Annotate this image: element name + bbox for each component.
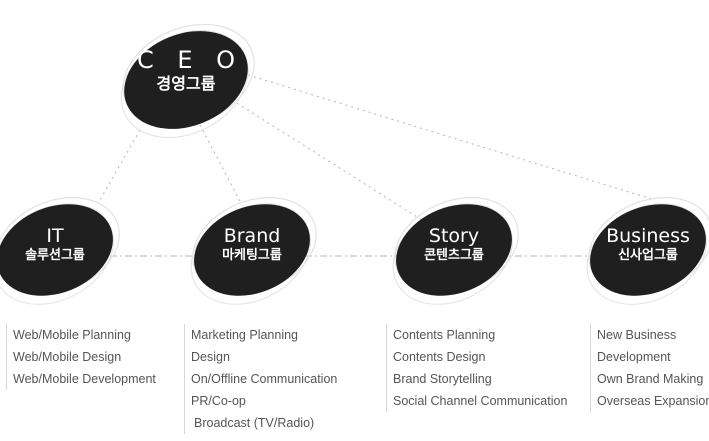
brand-description-list: Marketing Planning Design On/Offline Com… [184, 324, 337, 434]
ceo-subtitle: 경영그룹 [156, 74, 216, 93]
story-description-list: Contents Planning Contents Design Brand … [386, 324, 567, 412]
connector-ceo-story [231, 99, 426, 223]
list-item: Design [191, 350, 230, 364]
brand-subtitle: 마케팅그룹 [222, 248, 282, 263]
connector-ceo-business [247, 74, 656, 201]
node-shapes [0, 23, 709, 305]
list-item: On/Offline Communication [191, 372, 338, 386]
list-item: Web/Mobile Planning [13, 328, 131, 342]
story-title: Story [428, 225, 480, 247]
ceo-title: C E O [136, 46, 244, 74]
list-item: Development [597, 350, 671, 364]
brand-node-ellipse [194, 204, 310, 296]
connector-ceo-it [99, 129, 141, 201]
ceo-node-label: C E O 경영그룹 [129, 46, 243, 94]
connector-ceo-brand [199, 124, 243, 206]
it-title: IT [46, 225, 64, 247]
list-item: Contents Design [393, 350, 486, 364]
list-item: Broadcast (TV/Radio) [194, 416, 315, 430]
list-item: Web/Mobile Development [13, 372, 156, 386]
business-title: Business [606, 225, 690, 247]
list-item: Own Brand Making [597, 372, 704, 386]
it-description-list: Web/Mobile Planning Web/Mobile Design We… [6, 324, 156, 390]
list-item: Marketing Planning [191, 328, 299, 342]
list-item: Web/Mobile Design [13, 350, 122, 364]
it-node-ellipse [0, 204, 113, 296]
business-subtitle: 신사업그룹 [618, 248, 678, 263]
it-subtitle: 솔루션그룹 [25, 248, 85, 263]
story-node-ellipse [396, 204, 512, 296]
list-item: Social Channel Communication [393, 394, 568, 408]
list-item: New Business [597, 328, 677, 342]
list-item: PR/Co-op [191, 394, 246, 408]
list-item: Contents Planning [393, 328, 496, 342]
ceo-node-ellipse [124, 31, 248, 129]
list-item: Brand Storytelling [393, 372, 492, 386]
story-node-label: Story 콘텐츠그룹 [424, 225, 484, 265]
business-node-label: Business 신사업그룹 [606, 225, 690, 265]
brand-title: Brand [223, 225, 281, 247]
brand-node-label: Brand 마케팅그룹 [222, 225, 282, 265]
connector-lines [20, 74, 690, 257]
business-description-list: New Business Development Own Brand Makin… [590, 324, 709, 412]
business-node-ellipse [590, 204, 706, 296]
it-node-label: IT 솔루션그룹 [25, 225, 85, 265]
list-item: Overseas Expansion [597, 394, 709, 408]
story-subtitle: 콘텐츠그룹 [424, 248, 484, 263]
